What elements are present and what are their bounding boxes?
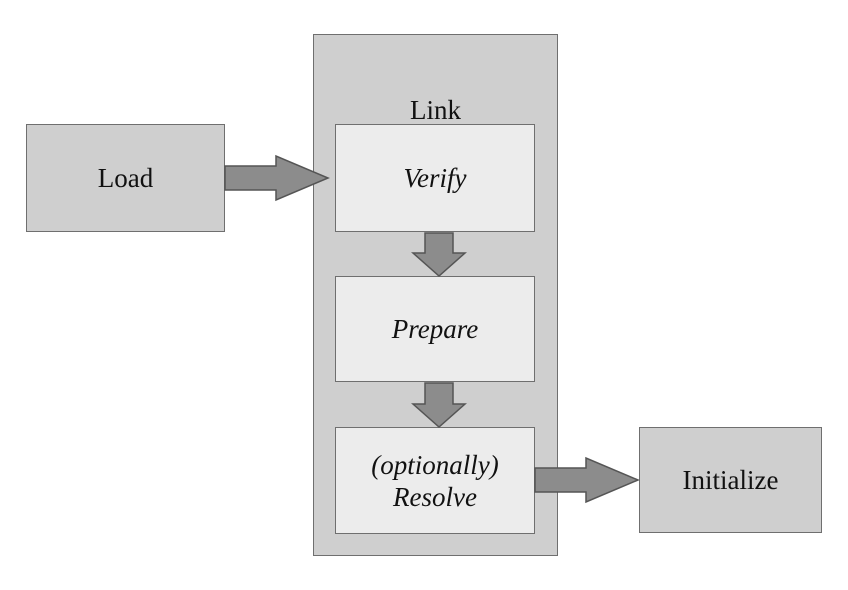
prepare-step-label: Prepare: [391, 314, 479, 344]
initialize-phase-label: Initialize: [682, 464, 779, 495]
resolve-optional-label: (optionally): [371, 449, 499, 480]
load-phase-box: Load: [26, 124, 225, 232]
link-phase-title: Link: [410, 95, 461, 125]
verify-step-label: Verify: [403, 163, 467, 193]
prepare-step-box: Prepare: [335, 276, 535, 382]
initialize-phase-box: Initialize: [639, 427, 822, 533]
load-phase-label: Load: [97, 162, 154, 193]
resolve-step-label: Resolve: [393, 481, 477, 512]
resolve-step-box: (optionally) Resolve: [335, 427, 535, 534]
verify-step-box: Verify: [335, 124, 535, 232]
